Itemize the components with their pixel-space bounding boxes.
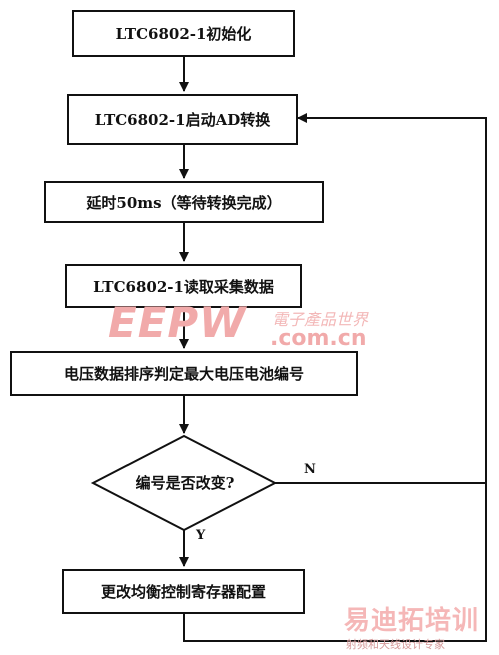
balance-config-box: 更改均衡控制寄存器配置 — [62, 569, 305, 614]
eepw-watermark-domain: .com.cn — [270, 326, 367, 351]
init-box: LTC6802-1初始化 — [72, 10, 295, 57]
yes-branch-label: Y — [196, 528, 206, 543]
no-branch-label: N — [304, 462, 316, 477]
eepw-watermark-logo: EEPW — [108, 298, 247, 347]
decision-label: 编号是否改变? — [135, 474, 235, 492]
site-watermark-logo: 易迪拓培训 — [344, 606, 480, 636]
delay-box: 延时50ms（等待转换完成） — [44, 181, 324, 223]
delay-label: 延时50ms（等待转换完成） — [86, 193, 282, 212]
loop-back-line — [183, 113, 487, 642]
balance-config-label: 更改均衡控制寄存器配置 — [100, 583, 266, 601]
start-ad-label: LTC6802-1启动AD转换 — [94, 111, 271, 129]
decision-diamond — [90, 434, 278, 532]
read-data-box: LTC6802-1读取采集数据 — [65, 264, 302, 308]
eepw-watermark-chinese: 電子產品世界 — [272, 310, 369, 329]
sort-voltage-box: 电压数据排序判定最大电压电池编号 — [10, 351, 358, 396]
site-watermark-subtitle: 射频和天线设计专家 — [346, 638, 445, 651]
init-label: LTC6802-1初始化 — [115, 25, 252, 43]
sort-voltage-label: 电压数据排序判定最大电压电池编号 — [63, 365, 304, 383]
start-ad-conversion-box: LTC6802-1启动AD转换 — [67, 94, 298, 145]
read-data-label: LTC6802-1读取采集数据 — [93, 277, 274, 296]
